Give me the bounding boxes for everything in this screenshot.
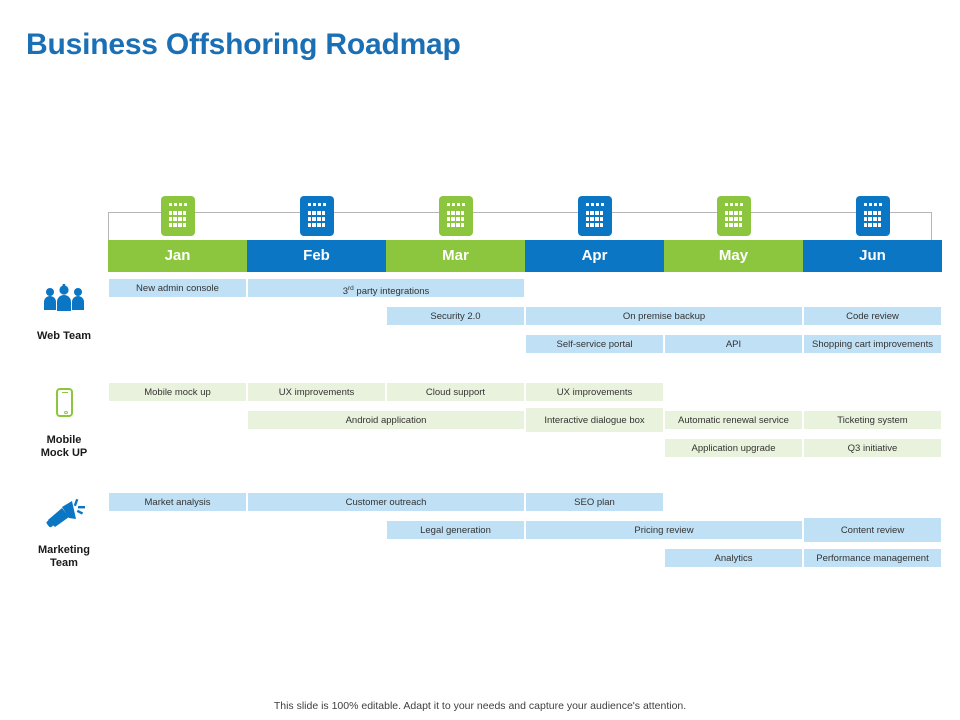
task-bar[interactable]: SEO plan: [525, 492, 664, 512]
task-bar[interactable]: Q3 initiative: [803, 438, 942, 458]
task-bar[interactable]: API: [664, 334, 803, 354]
calendar-icon: [716, 196, 751, 236]
phone-icon: [42, 388, 86, 428]
task-bar[interactable]: Shopping cart improvements: [803, 334, 942, 354]
track-label-line: Marketing: [38, 544, 90, 556]
track-label-line: Team: [50, 557, 78, 569]
calendar-icon: [438, 196, 473, 236]
task-bar[interactable]: Customer outreach: [247, 492, 525, 512]
task-bar[interactable]: Self-service portal: [525, 334, 664, 354]
calendar-glyph: [583, 203, 606, 229]
task-bar[interactable]: Mobile mock up: [108, 382, 247, 402]
task-bar[interactable]: Ticketing system: [803, 410, 942, 430]
calendar-icon: [577, 196, 612, 236]
calendar-glyph: [444, 203, 467, 229]
task-bar[interactable]: UX improvements: [525, 382, 664, 402]
month-header-mar[interactable]: Mar: [386, 240, 525, 272]
task-bar[interactable]: Automatic renewal service: [664, 410, 803, 430]
footer-note: This slide is 100% editable. Adapt it to…: [273, 700, 687, 712]
task-bar[interactable]: Performance management: [803, 548, 942, 568]
calendar-icon: [160, 196, 195, 236]
calendar-glyph: [861, 203, 884, 229]
month-header-jun[interactable]: Jun: [803, 240, 942, 272]
task-bar[interactable]: Cloud support: [386, 382, 525, 402]
megaphone-icon: [42, 498, 86, 538]
task-bar[interactable]: 3rd party integrations: [247, 278, 525, 298]
month-header-apr[interactable]: Apr: [525, 240, 664, 272]
calendar-glyph: [305, 203, 328, 229]
month-header-jan[interactable]: Jan: [108, 240, 247, 272]
calendar-icon: [299, 196, 334, 236]
task-bar[interactable]: Android application: [247, 410, 525, 430]
timeline-bracket-line: [108, 212, 932, 242]
track-label-line: Mobile: [46, 434, 82, 446]
task-bar[interactable]: Code review: [803, 306, 942, 326]
task-bar[interactable]: Content review: [803, 517, 942, 543]
task-bar[interactable]: New admin console: [108, 278, 247, 298]
phone-glyph: [56, 388, 73, 417]
task-bar[interactable]: Interactive dialogue box: [525, 407, 664, 433]
task-bar[interactable]: Market analysis: [108, 492, 247, 512]
task-bar[interactable]: UX improvements: [247, 382, 386, 402]
people-icon: [42, 284, 86, 324]
task-bar[interactable]: Analytics: [664, 548, 803, 568]
month-header-feb[interactable]: Feb: [247, 240, 386, 272]
calendar-glyph: [166, 203, 189, 229]
month-header-may[interactable]: May: [664, 240, 803, 272]
task-bar[interactable]: On premise backup: [525, 306, 803, 326]
track-label-line: Mock UP: [40, 447, 88, 459]
task-bar[interactable]: Application upgrade: [664, 438, 803, 458]
calendar-icon: [855, 196, 890, 236]
page-title: Business Offshoring Roadmap: [26, 28, 461, 61]
task-bar[interactable]: Security 2.0: [386, 306, 525, 326]
task-bar[interactable]: Pricing review: [525, 520, 803, 540]
track-label-web-team: Web Team: [37, 330, 91, 342]
task-bar[interactable]: Legal generation: [386, 520, 525, 540]
calendar-glyph: [722, 203, 745, 229]
